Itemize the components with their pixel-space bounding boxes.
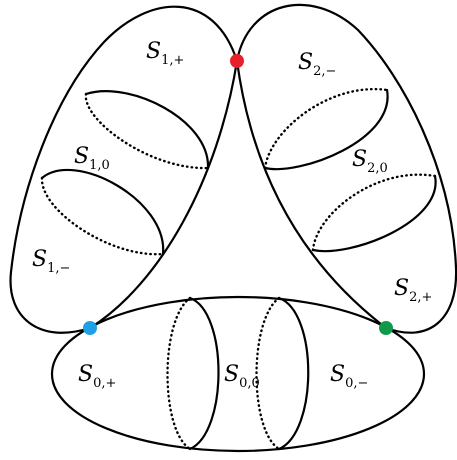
label-s2-zero: S2,0: [352, 147, 388, 176]
label-s0-zero: S0,0: [224, 362, 260, 391]
bottom-circle-2-front: [277, 296, 310, 451]
label-s2-plus: S2,+: [394, 276, 432, 305]
bottom-circle-2-back: [255, 296, 281, 451]
label-s1-minus: S1,−: [32, 247, 70, 276]
right-circle-2-back: [311, 173, 437, 252]
label-s0-plus: S0,+: [78, 362, 116, 391]
bottom-lobe-outline: [50, 295, 426, 453]
right-circle-1-front: [263, 88, 389, 171]
label-s1-zero: S1,0: [74, 144, 110, 173]
label-s1-plus: S1,+: [146, 39, 184, 68]
left-lobe-outline: [9, 5, 239, 334]
right-lobe-outline: [235, 3, 457, 334]
left-circle-1-front: [84, 90, 210, 170]
blue-point: [83, 321, 97, 335]
green-point: [379, 321, 393, 335]
left-circle-1-back: [84, 92, 210, 170]
right-circle-2-front: [311, 174, 437, 253]
bottom-circle-1-back: [166, 296, 192, 451]
label-s2-minus: S2,−: [298, 50, 336, 79]
label-s0-minus: S0,−: [330, 362, 368, 391]
left-circle-2-front: [40, 168, 165, 256]
bottom-circle-1-front: [188, 296, 220, 451]
left-circle-2-back: [40, 176, 165, 256]
right-circle-1-back: [263, 87, 389, 170]
red-point: [230, 54, 244, 68]
